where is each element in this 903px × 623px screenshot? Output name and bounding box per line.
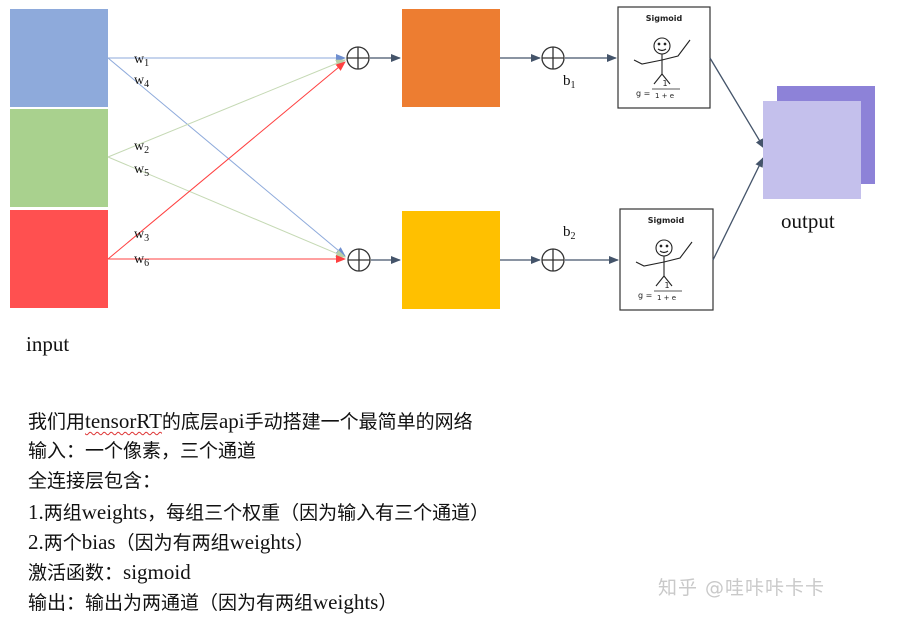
sigmoid-title-top: Sigmoid [646, 14, 683, 23]
sigmoid-formula-lhs-top: g = [636, 89, 650, 98]
output-label: output [781, 209, 835, 233]
neuron-top [402, 9, 500, 107]
description-line-3: 全连接层包含： [28, 470, 162, 493]
description-line-4: 1.两组weights，每组三个权重（因为输入有三个通道） [28, 499, 490, 524]
sigmoid-formula-den-bottom: 1 + e [657, 294, 676, 302]
output-channel-front [763, 101, 861, 199]
description-line-7: 输出：输出为两通道（因为有两组weights） [28, 590, 398, 615]
input-channel-green [10, 109, 108, 207]
weight-label-w2: w2 [134, 139, 149, 156]
sum-node-top [346, 46, 370, 70]
description-line-1: 我们用tensorRT的底层api手动搭建一个最简单的网络 [28, 409, 473, 433]
description-text: 我们用tensorRT的底层api手动搭建一个最简单的网络 输入：一个像素，三个… [28, 406, 489, 617]
sigmoid-formula-lhs-bottom: g = [638, 291, 652, 300]
stick-figure-icon [633, 37, 691, 85]
input-channel-blue [10, 9, 108, 107]
edge-w5 [107, 156, 346, 258]
bias-node-bottom [541, 248, 565, 272]
weight-label-w6: w6 [134, 252, 149, 269]
sigmoid-formula-num-bottom: 1 [664, 281, 669, 290]
sigmoid-box-bottom: Sigmoid 1 g = 1 + e [619, 208, 714, 311]
sigmoid-formula-den-top: 1 + e [655, 92, 674, 100]
sum-node-bottom [347, 248, 371, 272]
description-line-5: 2.两个bias（因为有两组weights） [28, 529, 314, 554]
weight-label-w5: w5 [134, 162, 149, 179]
neuron-bottom [402, 211, 500, 309]
sigmoid-title-bottom: Sigmoid [648, 216, 685, 225]
bias-label-b2: b2 [563, 224, 576, 242]
arrow-sigmoid-bottom-to-output [712, 157, 764, 261]
edge-w2 [107, 59, 346, 158]
bias-label-b1: b1 [563, 73, 576, 91]
network-diagram: w1 w4 w2 w5 w3 w6 b1 b2 Sigmoid [10, 6, 875, 311]
sigmoid-formula-num-top: 1 [662, 79, 667, 88]
weight-label-w1: w1 [134, 52, 149, 69]
watermark: 知乎 @哇咔咔卡卡 [658, 577, 826, 599]
stick-figure-icon [635, 239, 693, 287]
bias-node-top [541, 46, 565, 70]
description-line-6: 激活函数：sigmoid [28, 559, 191, 584]
sigmoid-box-top: Sigmoid 1 g = 1 + e [617, 6, 711, 109]
input-label: input [26, 332, 70, 356]
weight-label-w3: w3 [134, 227, 149, 244]
edge-w3 [107, 61, 346, 260]
input-channel-red [10, 210, 108, 308]
weight-label-w4: w4 [134, 73, 149, 90]
arrow-sigmoid-top-to-output [709, 57, 765, 149]
edge-w4 [107, 57, 346, 257]
description-line-2: 输入：一个像素，三个通道 [28, 440, 257, 463]
